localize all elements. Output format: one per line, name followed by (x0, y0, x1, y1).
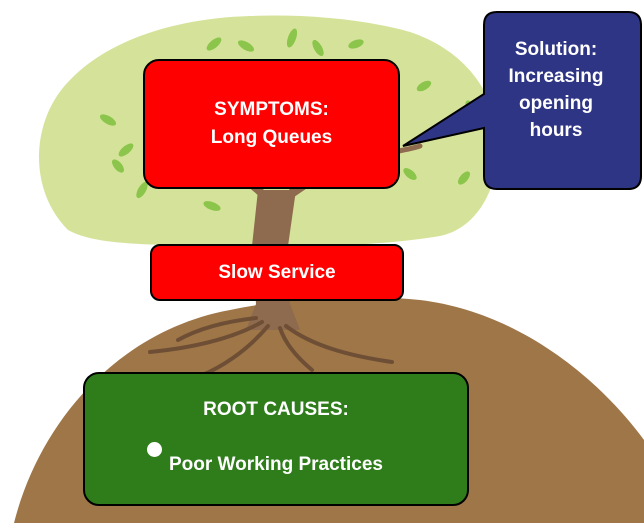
bullet-icon (147, 442, 162, 457)
root-causes-box: ROOT CAUSES: Poor Working Practices (83, 372, 469, 506)
root-cause-item: Poor Working Practices (147, 442, 383, 478)
slow-service-box: Slow Service (150, 244, 404, 301)
symptoms-value: Long Queues (210, 127, 333, 148)
tree-leaves (99, 28, 475, 211)
solution-line: Increasing (508, 66, 604, 87)
slow-service-label: Slow Service (218, 261, 336, 283)
solution-callout (402, 11, 642, 190)
root-cause-text: Poor Working Practices (169, 454, 383, 475)
solution-line: hours (529, 120, 583, 141)
solution-line: opening (519, 93, 593, 114)
symptoms-box: SYMPTOMS: Long Queues (143, 59, 400, 189)
tree-roots (148, 316, 394, 378)
symptoms-label: SYMPTOMS: (214, 99, 329, 120)
solution-line: Solution: (514, 39, 598, 60)
solution-text: Solution: Increasing opening hours (487, 36, 625, 144)
root-causes-title: ROOT CAUSES: (203, 399, 349, 420)
